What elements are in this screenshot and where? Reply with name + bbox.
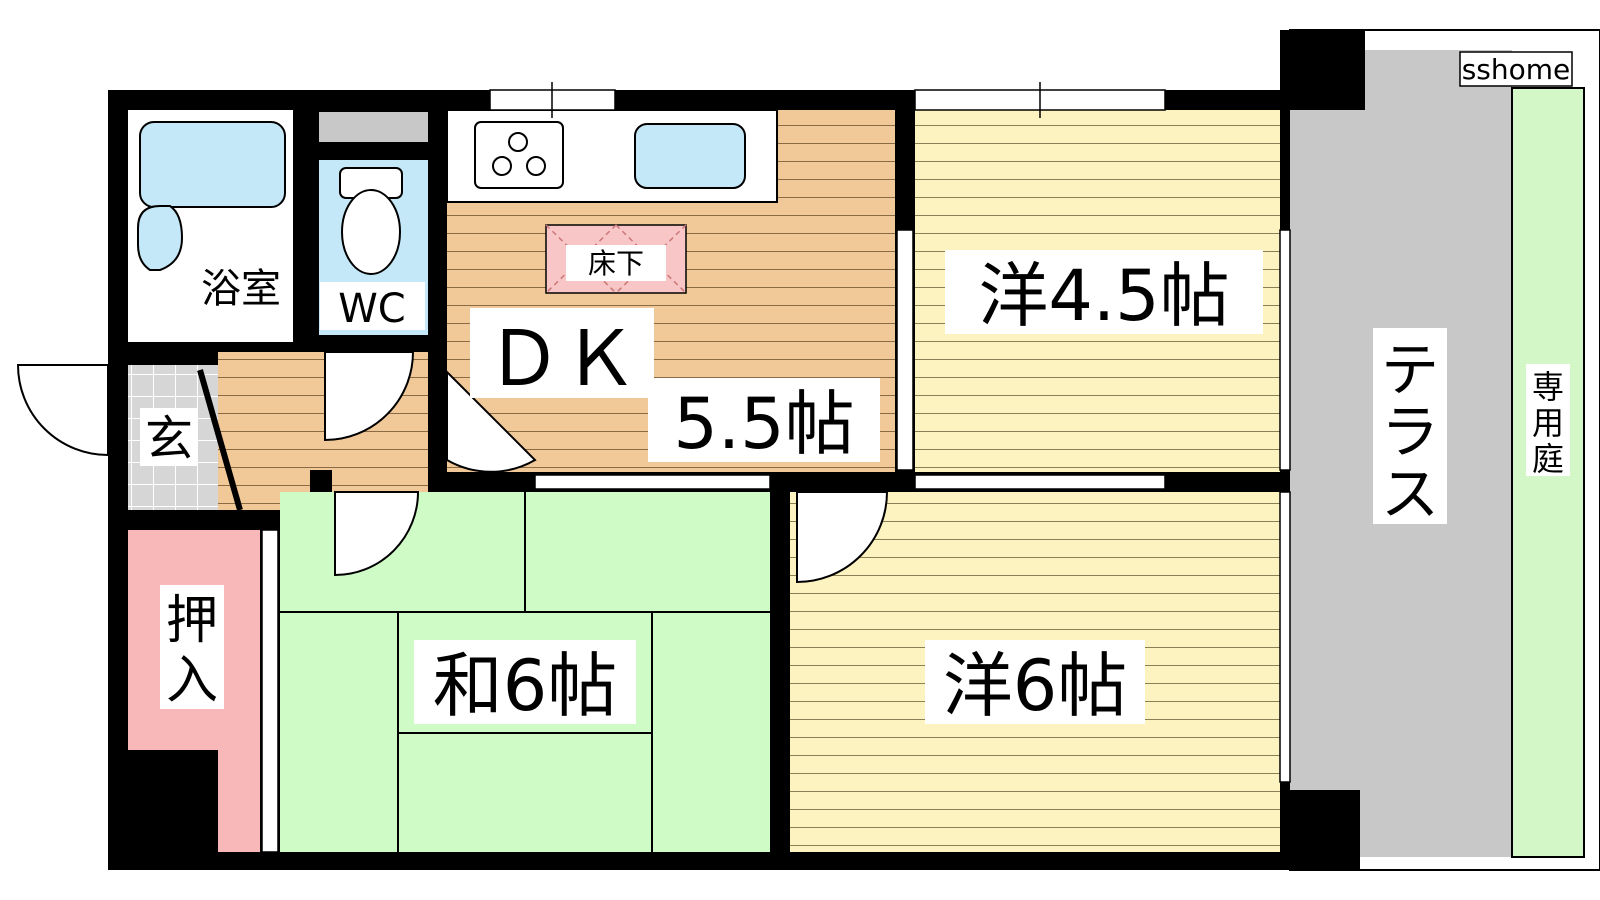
dk-size-label: 5.5帖 xyxy=(673,383,854,465)
terrace-label-3: ス xyxy=(1381,460,1439,528)
sink-icon xyxy=(634,123,746,189)
terrace-label-1: テ xyxy=(1381,336,1439,404)
western-large-label: 洋6帖 xyxy=(943,645,1128,727)
japanese-room-label: 和6帖 xyxy=(433,645,618,727)
wc-upper-gray xyxy=(319,112,429,142)
wc-label: WC xyxy=(338,286,405,332)
toilet-icon xyxy=(341,189,401,275)
entrance-door-swing xyxy=(16,364,109,457)
garden-label-2: 用 xyxy=(1532,404,1564,442)
western-door-swing xyxy=(796,491,889,584)
entrance-label: 玄 xyxy=(145,411,193,467)
tatami-lines xyxy=(280,492,770,852)
bathroom-label: 浴室 xyxy=(201,266,281,312)
bathtub-icon xyxy=(139,121,286,208)
closet-label-2: 入 xyxy=(166,651,218,711)
dk-door-swing xyxy=(446,369,537,473)
washbasin-icon xyxy=(137,205,184,271)
western-small-label: 洋4.5帖 xyxy=(978,255,1229,337)
wc-door-swing xyxy=(324,351,415,442)
dk-label: ＤＫ xyxy=(486,314,638,403)
garden-label-1: 専 xyxy=(1532,368,1564,406)
terrace-label-2: ラ xyxy=(1381,398,1439,466)
japanese-door-swing xyxy=(334,491,420,577)
watermark-box xyxy=(1459,51,1573,87)
watermark: sshome xyxy=(1462,53,1571,86)
stove-icon xyxy=(474,121,564,189)
garden-label-3: 庭 xyxy=(1532,440,1564,478)
underfloor-label: 床下 xyxy=(588,247,644,280)
closet-label-1: 押 xyxy=(166,591,218,651)
